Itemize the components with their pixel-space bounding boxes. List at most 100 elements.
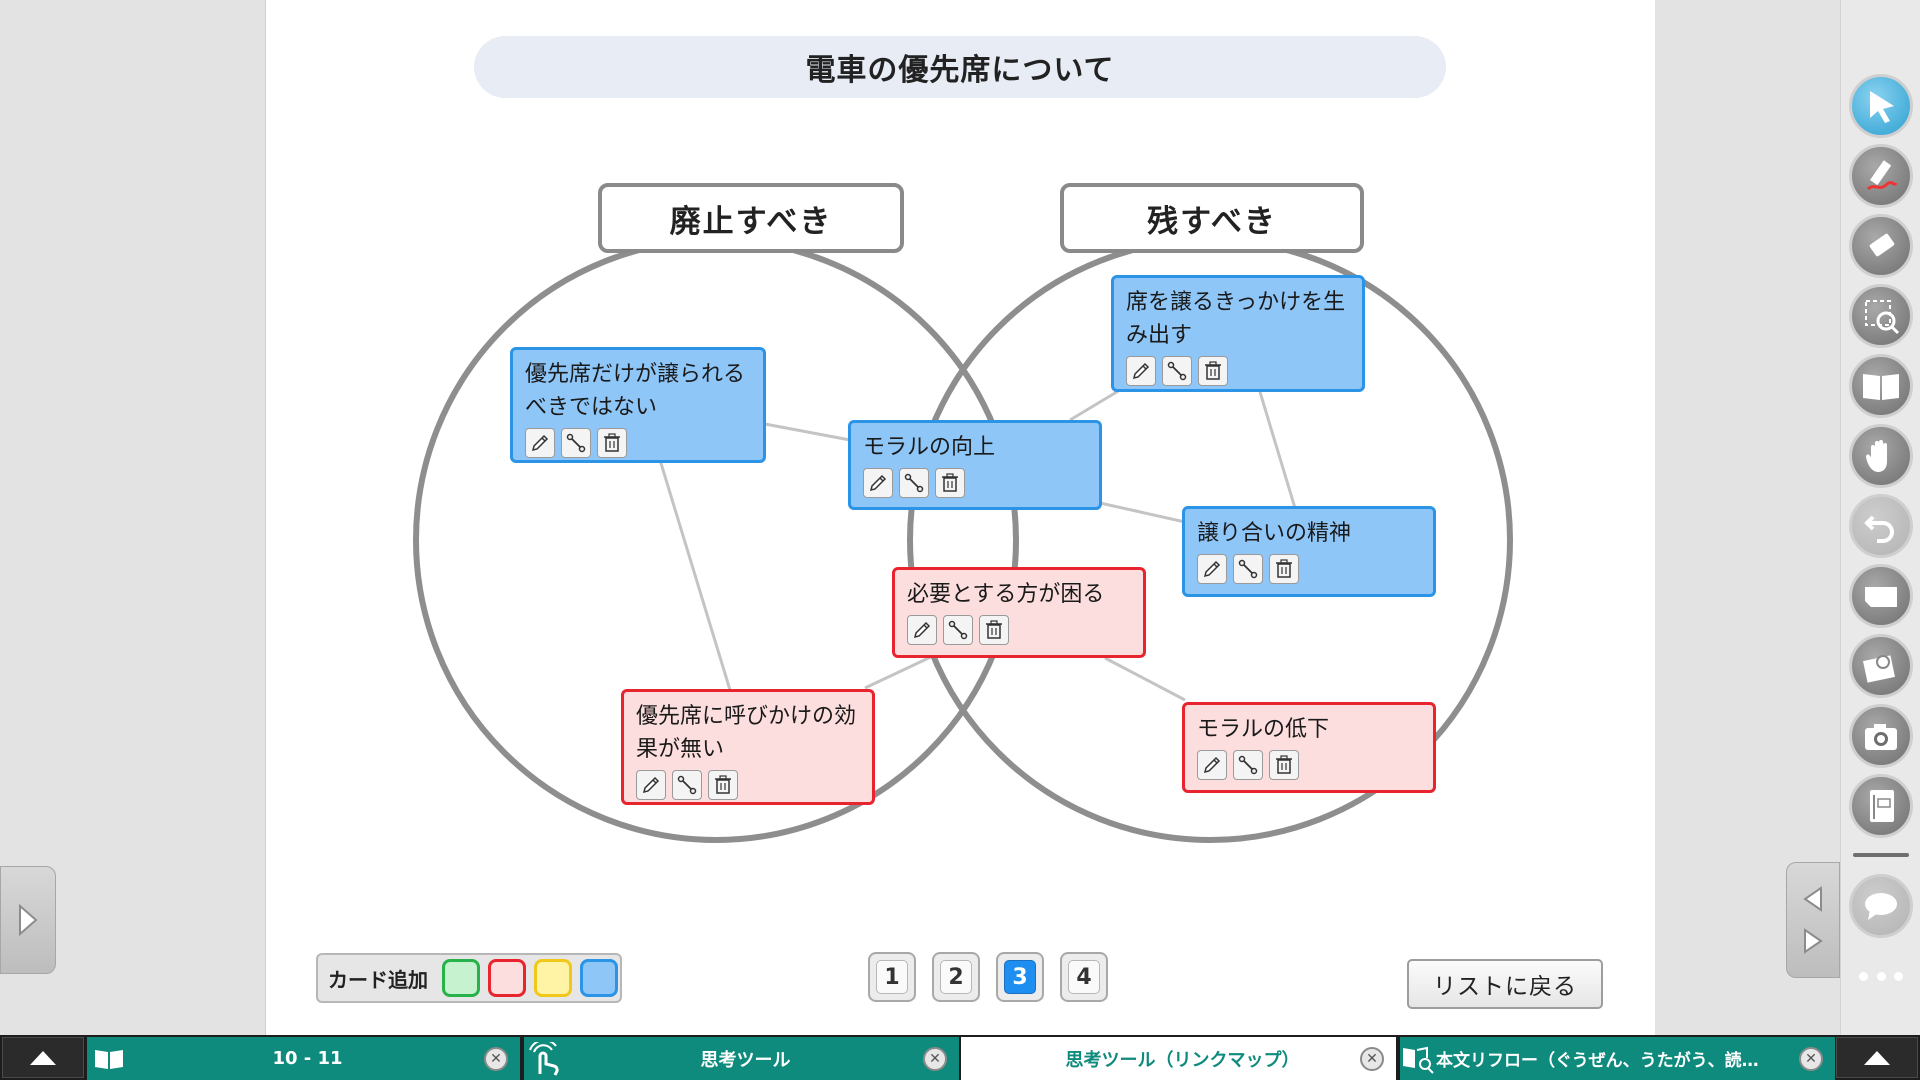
taskbar-expand-button[interactable] bbox=[1836, 1037, 1918, 1078]
link-button[interactable] bbox=[943, 615, 973, 645]
comment-button[interactable] bbox=[1849, 874, 1913, 938]
notebook-button[interactable] bbox=[1849, 774, 1913, 838]
pencil-icon bbox=[642, 776, 660, 794]
pencil-icon bbox=[1132, 362, 1150, 380]
page-number: 3 bbox=[1004, 960, 1036, 994]
trash-button[interactable] bbox=[708, 770, 738, 800]
trash-button[interactable] bbox=[1198, 356, 1228, 386]
connector-lines bbox=[658, 388, 1297, 702]
mask-icon bbox=[1865, 587, 1897, 607]
trash-icon bbox=[604, 433, 620, 452]
card-add-yellow-button[interactable] bbox=[534, 959, 572, 997]
card-text: 席を譲るきっかけを生み出す bbox=[1126, 290, 1346, 348]
more-icon[interactable] bbox=[1859, 972, 1903, 984]
link-button[interactable] bbox=[1233, 554, 1263, 584]
taskbar-tab-2[interactable]: 思考ツール ✕ bbox=[524, 1037, 959, 1080]
page-button-1[interactable]: 1 bbox=[868, 952, 916, 1002]
card-add-green-button[interactable] bbox=[442, 959, 480, 997]
trash-icon bbox=[1276, 559, 1292, 578]
taskbar-menu-button[interactable] bbox=[2, 1037, 84, 1078]
chevron-right-icon[interactable] bbox=[1802, 927, 1824, 955]
page-number: 2 bbox=[940, 960, 972, 994]
pencil-icon bbox=[531, 434, 549, 452]
trash-button[interactable] bbox=[979, 615, 1009, 645]
card-c6[interactable]: 優先席に呼びかけの効果が無い bbox=[621, 689, 875, 805]
image-button[interactable] bbox=[1849, 634, 1913, 698]
cursor-icon bbox=[1870, 91, 1894, 123]
close-icon[interactable]: ✕ bbox=[923, 1046, 947, 1071]
link-button[interactable] bbox=[1233, 750, 1263, 780]
link-button[interactable] bbox=[561, 428, 591, 458]
pencil-icon bbox=[913, 621, 931, 639]
eraser-tool-button[interactable] bbox=[1849, 214, 1913, 278]
trash-button[interactable] bbox=[597, 428, 627, 458]
close-icon[interactable]: ✕ bbox=[1799, 1046, 1823, 1071]
taskbar-tab-1[interactable]: 10 - 11 ✕ bbox=[87, 1037, 520, 1080]
right-circle-label[interactable]: 残すべき bbox=[1060, 183, 1364, 253]
pen-tool-button[interactable] bbox=[1849, 144, 1913, 208]
left-panel-toggle[interactable] bbox=[0, 866, 56, 974]
link-button[interactable] bbox=[1162, 356, 1192, 386]
trash-icon bbox=[942, 473, 958, 492]
page-button-2[interactable]: 2 bbox=[932, 952, 980, 1002]
connector-line bbox=[1099, 501, 1186, 524]
taskbar-tab-4[interactable]: 本文リフロー（ぐうぜん、うたがう、読… ✕ bbox=[1400, 1037, 1835, 1080]
tool-rail bbox=[1840, 0, 1920, 1035]
pencil-button[interactable] bbox=[636, 770, 666, 800]
connector-line bbox=[658, 459, 732, 691]
triangle-up-icon bbox=[30, 1050, 56, 1065]
pencil-button[interactable] bbox=[525, 428, 555, 458]
page-button-4[interactable]: 4 bbox=[1060, 952, 1108, 1002]
back-to-list-button[interactable]: リストに戻る bbox=[1407, 959, 1603, 1009]
pencil-button[interactable] bbox=[1126, 356, 1156, 386]
trash-icon bbox=[1205, 361, 1221, 380]
link-button[interactable] bbox=[672, 770, 702, 800]
card-c2[interactable]: モラルの向上 bbox=[848, 420, 1102, 510]
left-circle-label[interactable]: 廃止すべき bbox=[598, 183, 904, 253]
link-icon bbox=[948, 620, 968, 640]
trash-button[interactable] bbox=[1269, 750, 1299, 780]
taskbar-tab-3[interactable]: 思考ツール（リンクマップ） ✕ bbox=[961, 1037, 1396, 1080]
zoom-select-button[interactable] bbox=[1849, 284, 1913, 348]
rail-divider bbox=[1853, 853, 1909, 857]
camera-icon bbox=[1865, 724, 1897, 750]
pencil-icon bbox=[869, 474, 887, 492]
book-button[interactable] bbox=[1849, 354, 1913, 418]
card-text: 優先席だけが譲られるべきではない bbox=[525, 362, 746, 420]
link-icon bbox=[904, 473, 924, 493]
pencil-button[interactable] bbox=[907, 615, 937, 645]
chevron-left-icon[interactable] bbox=[1802, 885, 1824, 913]
card-tools bbox=[1126, 356, 1350, 386]
link-icon bbox=[566, 433, 586, 453]
taskbar-tab-label: 本文リフロー（ぐうぜん、うたがう、読… bbox=[1436, 1051, 1759, 1071]
taskbar-tab-label: 10 - 11 bbox=[272, 1048, 343, 1069]
pencil-button[interactable] bbox=[863, 468, 893, 498]
card-text: モラルの低下 bbox=[1197, 717, 1330, 742]
card-c5[interactable]: 必要とする方が困る bbox=[892, 567, 1146, 658]
hand-tool-button[interactable] bbox=[1849, 424, 1913, 488]
page-button-3[interactable]: 3 bbox=[996, 952, 1044, 1002]
mask-button[interactable] bbox=[1849, 564, 1913, 628]
card-add-red-button[interactable] bbox=[488, 959, 526, 997]
link-button[interactable] bbox=[899, 468, 929, 498]
card-c1[interactable]: 優先席だけが譲られるべきではない bbox=[510, 347, 766, 463]
card-c3[interactable]: 席を譲るきっかけを生み出す bbox=[1111, 275, 1365, 392]
card-c4[interactable]: 譲り合いの精神 bbox=[1182, 506, 1436, 597]
card-add-blue-button[interactable] bbox=[580, 959, 618, 997]
undo-button[interactable] bbox=[1849, 494, 1913, 558]
pencil-button[interactable] bbox=[1197, 750, 1227, 780]
image-icon bbox=[1863, 655, 1895, 683]
page-number: 1 bbox=[876, 960, 908, 994]
close-icon[interactable]: ✕ bbox=[484, 1046, 508, 1071]
camera-button[interactable] bbox=[1849, 704, 1913, 768]
taskbar-tab-label: 思考ツール bbox=[700, 1049, 791, 1071]
trash-button[interactable] bbox=[935, 468, 965, 498]
close-icon[interactable]: ✕ bbox=[1360, 1046, 1384, 1071]
cursor-tool-button[interactable] bbox=[1849, 74, 1913, 138]
card-c7[interactable]: モラルの低下 bbox=[1182, 702, 1436, 793]
card-tools bbox=[1197, 750, 1421, 780]
link-icon bbox=[1167, 361, 1187, 381]
trash-button[interactable] bbox=[1269, 554, 1299, 584]
pencil-button[interactable] bbox=[1197, 554, 1227, 584]
